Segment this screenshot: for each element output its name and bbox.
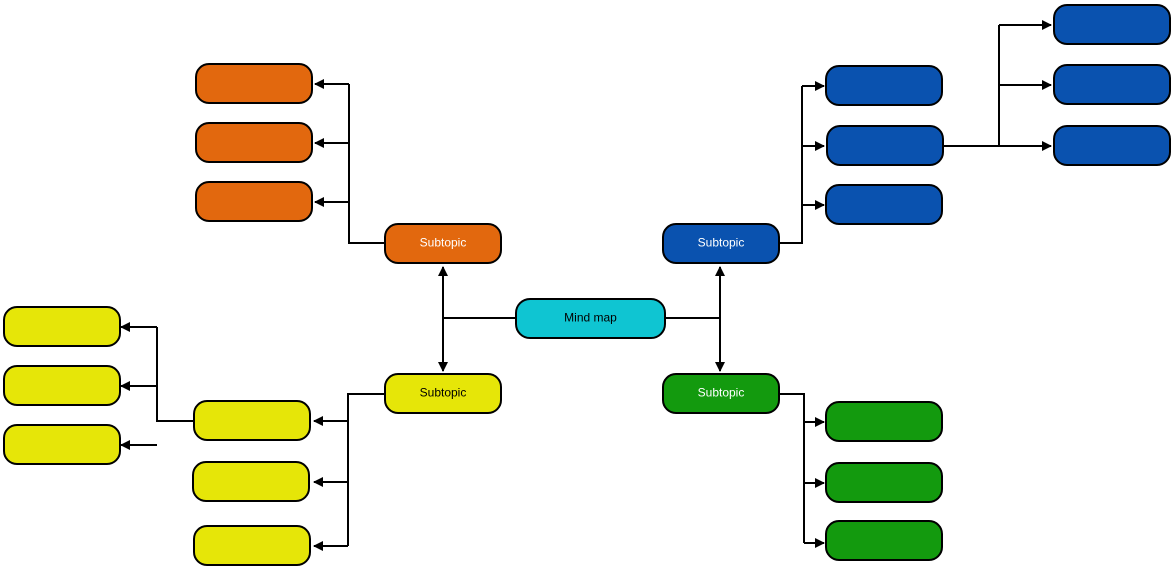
topic-yellow-1-child-3-box: [3, 424, 121, 465]
subtopic-green-label: Subtopic: [698, 386, 745, 400]
subtopic-blue-label: Subtopic: [698, 236, 745, 250]
topic-yellow-1-box: [193, 400, 311, 441]
center-node[interactable]: Mind map: [515, 298, 666, 339]
subtopic-blue[interactable]: Subtopic: [662, 223, 780, 264]
topic-blue-3[interactable]: [825, 184, 943, 225]
topic-yellow-1-child-1[interactable]: [3, 306, 121, 347]
topic-green-1[interactable]: [825, 401, 943, 442]
topic-blue-2[interactable]: [826, 125, 944, 166]
topic-orange-2-box: [195, 122, 313, 163]
topic-blue-1[interactable]: [825, 65, 943, 106]
connector-yellow-grand-trunk: [156, 327, 194, 422]
topic-green-3-box: [825, 520, 943, 561]
topic-orange-2[interactable]: [195, 122, 313, 163]
subtopic-orange-label: Subtopic: [420, 236, 467, 250]
topic-orange-1[interactable]: [195, 63, 313, 104]
topic-blue-2-child-2[interactable]: [1053, 64, 1171, 105]
topic-yellow-3-box: [193, 525, 311, 566]
topic-green-2-box: [825, 462, 943, 503]
topic-yellow-1-child-2-box: [3, 365, 121, 406]
topic-orange-3-box: [195, 181, 313, 222]
subtopic-blue-box: [662, 223, 780, 264]
topic-green-1-box: [825, 401, 943, 442]
topic-blue-3-box: [825, 184, 943, 225]
topic-blue-2-child-3[interactable]: [1053, 125, 1171, 166]
topic-yellow-1[interactable]: [193, 400, 311, 441]
topic-blue-1-box: [825, 65, 943, 106]
connector-blue-trunk: [779, 86, 803, 244]
subtopic-yellow[interactable]: Subtopic: [384, 373, 502, 414]
connector-blue-grand-trunk: [943, 25, 1000, 147]
subtopic-yellow-box: [384, 373, 502, 414]
topic-orange-3[interactable]: [195, 181, 313, 222]
topic-blue-2-child-1-box: [1053, 4, 1171, 45]
topic-yellow-3[interactable]: [193, 525, 311, 566]
connectors: [120, 20, 1052, 551]
subtopic-green-box: [662, 373, 780, 414]
topic-blue-2-child-2-box: [1053, 64, 1171, 105]
subtopic-yellow-label: Subtopic: [420, 386, 467, 400]
topic-blue-2-box: [826, 125, 944, 166]
topic-blue-2-child-3-box: [1053, 125, 1171, 166]
topic-yellow-2[interactable]: [192, 461, 310, 502]
topic-yellow-1-child-1-box: [3, 306, 121, 347]
topic-green-3[interactable]: [825, 520, 943, 561]
connector-green-trunk: [779, 393, 805, 543]
center-node-label: Mind map: [564, 311, 617, 325]
connector-yellow-trunk: [347, 393, 385, 546]
topic-yellow-1-child-2[interactable]: [3, 365, 121, 406]
subtopic-green[interactable]: Subtopic: [662, 373, 780, 414]
connector-orange-trunk: [348, 84, 385, 244]
topic-yellow-2-box: [192, 461, 310, 502]
subtopic-orange[interactable]: Subtopic: [384, 223, 502, 264]
topic-green-2[interactable]: [825, 462, 943, 503]
subtopic-orange-box: [384, 223, 502, 264]
topic-yellow-1-child-3[interactable]: [3, 424, 121, 465]
center-node-box: [515, 298, 666, 339]
topic-orange-1-box: [195, 63, 313, 104]
topic-blue-2-child-1[interactable]: [1053, 4, 1171, 45]
